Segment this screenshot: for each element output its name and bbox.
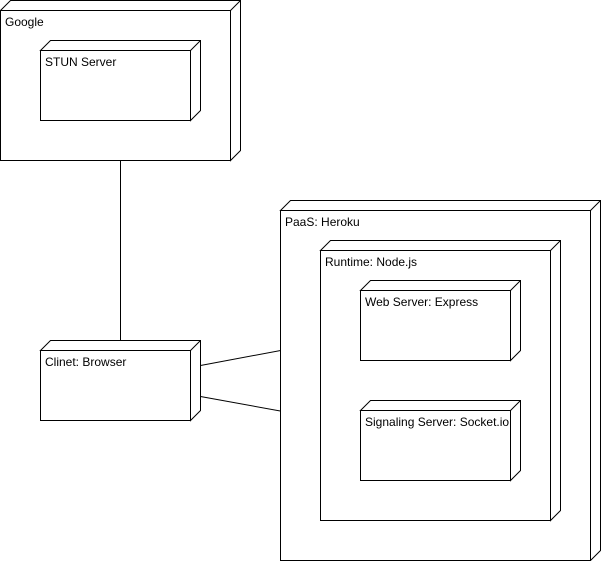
node-client-browser[interactable]: Clinet: Browser — [39, 340, 201, 422]
node-web-server-express-edge — [510, 280, 521, 291]
node-paas-heroku-edge — [590, 200, 601, 211]
node-web-server-express-face — [360, 290, 511, 361]
node-client-browser-label: Clinet: Browser — [45, 355, 126, 369]
node-google-edge — [230, 0, 241, 11]
node-signaling-server-edge — [510, 400, 521, 411]
node-client-browser-edge — [190, 340, 201, 351]
node-stun-server-edge — [190, 40, 201, 51]
node-signaling-server-face — [360, 410, 511, 481]
node-signaling-server-label: Signaling Server: Socket.io — [365, 415, 509, 429]
node-web-server-express-label: Web Server: Express — [365, 295, 478, 309]
node-client-browser-face — [40, 350, 191, 421]
node-stun-server[interactable]: STUN Server — [39, 40, 201, 122]
node-paas-heroku-label: PaaS: Heroku — [285, 215, 360, 229]
node-stun-server-face — [40, 50, 191, 121]
node-web-server-express[interactable]: Web Server: Express — [359, 280, 521, 362]
node-runtime-nodejs-edge — [550, 240, 561, 251]
node-stun-server-label: STUN Server — [45, 55, 116, 69]
node-runtime-nodejs-label: Runtime: Node.js — [325, 255, 417, 269]
node-signaling-server[interactable]: Signaling Server: Socket.io — [359, 400, 521, 482]
node-google-label: Google — [5, 15, 44, 29]
